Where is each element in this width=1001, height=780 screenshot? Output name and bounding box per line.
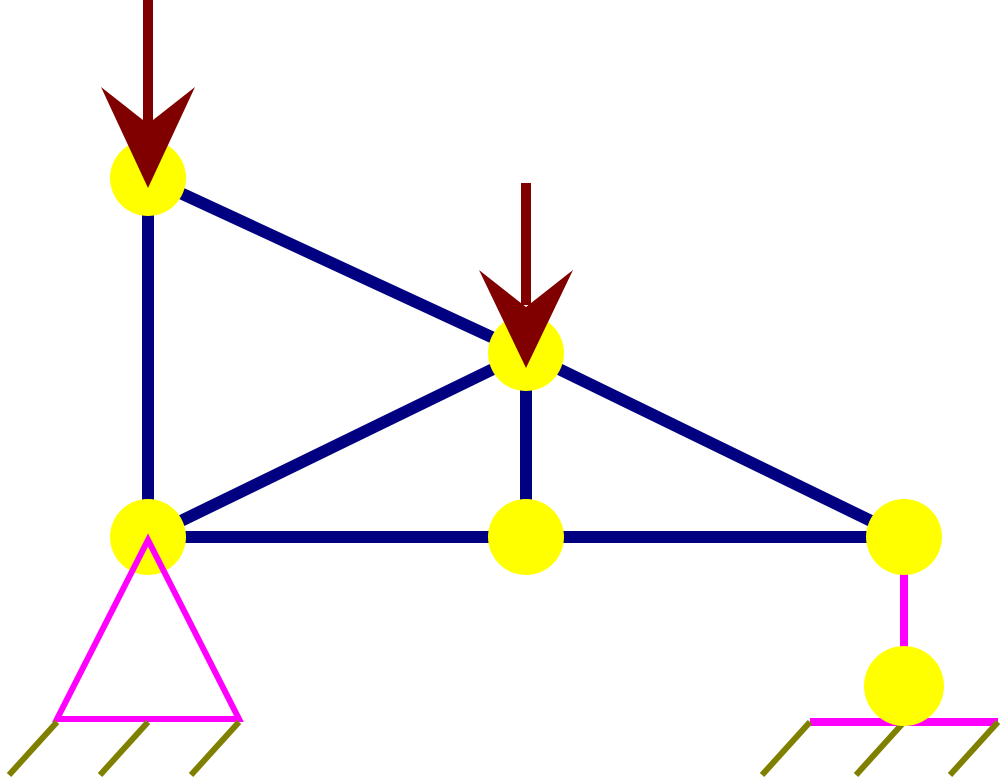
node-n4 <box>488 499 564 575</box>
loads-group <box>101 0 573 368</box>
support-pin <box>6 533 244 778</box>
member-m3 <box>145 347 529 543</box>
node-n6-roller <box>864 646 944 726</box>
members-group <box>142 172 907 543</box>
load-arrow-2-head <box>479 270 573 368</box>
load-arrow-1-head <box>101 87 195 188</box>
member-m2 <box>145 172 529 359</box>
member-m5 <box>523 347 907 543</box>
load-arrow-1 <box>101 0 195 188</box>
ground-hatch-right <box>759 719 1001 778</box>
node-n5 <box>866 499 942 575</box>
pin-support-triangle <box>52 533 244 722</box>
ground-hatch-left <box>6 719 242 778</box>
load-arrow-2 <box>479 183 573 368</box>
